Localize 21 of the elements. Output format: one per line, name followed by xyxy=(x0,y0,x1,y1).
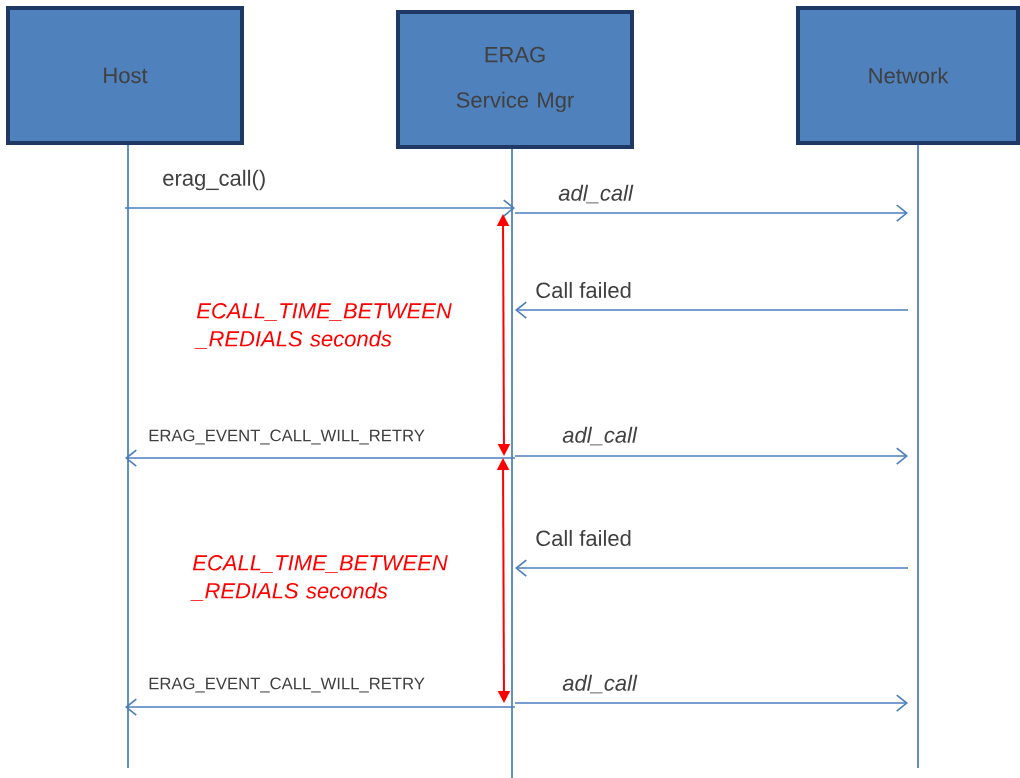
message-label: Call failed xyxy=(536,529,631,547)
message-arrow xyxy=(124,199,515,217)
message-label: adl_call xyxy=(558,184,634,204)
message-arrow xyxy=(515,559,909,577)
duration-label: ECALL_TIME_BETWEEN _REDIALS seconds xyxy=(190,555,448,601)
message-label: adl_call xyxy=(562,674,638,694)
participant-box: ERAG Service Mgr xyxy=(396,10,634,149)
message-arrow xyxy=(514,447,908,465)
message-label: adl_call xyxy=(562,426,638,446)
message-label: Call failed xyxy=(536,281,631,299)
participant-box: Network xyxy=(796,6,1020,145)
message-label: ERAG_EVENT_CALL_WILL_RETRY xyxy=(149,677,425,693)
message-label: ERAG_EVENT_CALL_WILL_RETRY xyxy=(149,429,425,445)
message-arrow xyxy=(125,698,516,716)
duration-label: ECALL_TIME_BETWEEN _REDIALS seconds xyxy=(194,302,452,349)
message-arrow xyxy=(515,301,909,319)
participant-box: Host xyxy=(6,6,244,145)
message-arrow xyxy=(125,449,516,467)
message-arrow xyxy=(514,694,908,712)
message-arrow xyxy=(514,204,908,222)
message-label: erag_call() xyxy=(163,169,265,191)
